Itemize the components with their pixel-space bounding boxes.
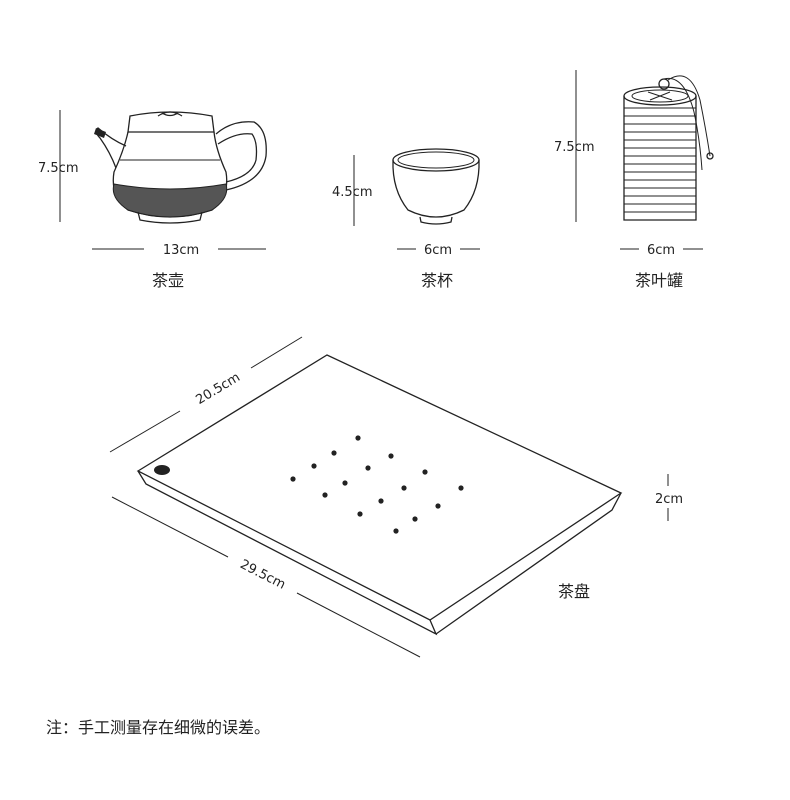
cup-width-label: 6cm: [424, 243, 452, 258]
tray-length-dimension: [111, 496, 421, 658]
cup-height-label: 4.5cm: [332, 185, 373, 200]
tea-caddy-illustration: [623, 75, 714, 221]
tray-depth-dimension: [109, 336, 303, 453]
tray-thickness-label: 2cm: [655, 492, 683, 507]
cup-illustration: [392, 148, 480, 225]
teapot-height-label: 7.5cm: [38, 161, 79, 176]
tea-caddy-name: 茶叶罐: [635, 271, 683, 290]
tray-length-label: 29.5cm: [237, 557, 287, 593]
measurement-note: 注：手工测量存在细微的误差。: [46, 718, 271, 737]
tea-caddy-width-label: 6cm: [647, 243, 675, 258]
teapot-width-label: 13cm: [163, 243, 199, 258]
tea-tray-illustration: [136, 354, 623, 636]
tea-tray-name: 茶盘: [558, 582, 590, 601]
cup-name: 茶杯: [421, 271, 453, 290]
tray-depth-label: 20.5cm: [193, 370, 243, 408]
teapot-illustration: [94, 111, 267, 224]
teapot-name: 茶壶: [152, 271, 184, 290]
tea-caddy-height-label: 7.5cm: [554, 140, 595, 155]
